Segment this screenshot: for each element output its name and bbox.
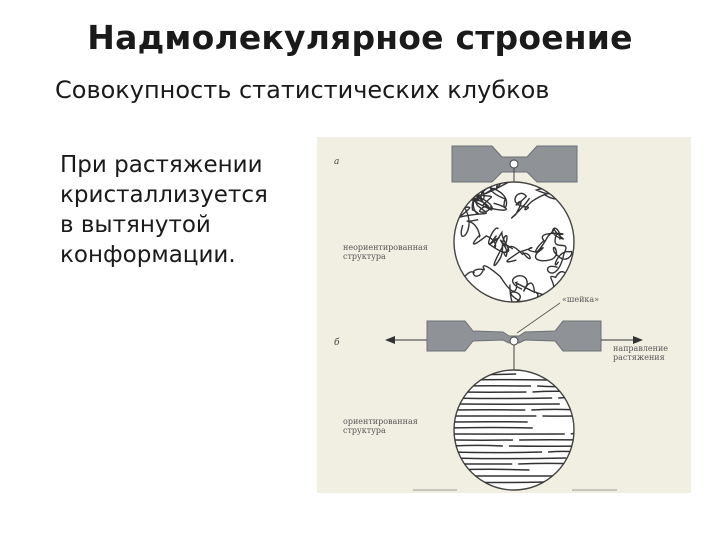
label-unoriented-1: неориентированная — [343, 243, 428, 252]
polymer-coil — [487, 227, 514, 267]
unoriented-structure-circle — [453, 181, 575, 303]
body-line: кристаллизуется — [60, 182, 268, 208]
oriented-chain — [454, 444, 503, 447]
polymer-coil — [534, 227, 567, 274]
polymer-coil — [509, 270, 570, 302]
oriented-chain — [570, 432, 574, 435]
label-a: а — [334, 157, 339, 167]
polymer-coil — [462, 194, 507, 215]
label-b: б — [334, 337, 340, 348]
label-unoriented-2: структура — [343, 252, 386, 261]
body-line: конформации. — [60, 242, 236, 268]
oriented-chain — [537, 385, 574, 388]
slide-subtitle: Совокупность статистических клубков — [55, 76, 550, 104]
polymer-coil — [472, 265, 536, 294]
arrow-left — [385, 336, 427, 344]
oriented-chain — [454, 373, 517, 376]
oriented-structure-circle — [453, 369, 575, 491]
oriented-chain — [454, 468, 530, 471]
oriented-chain — [548, 450, 574, 453]
polymer-stretching-figure: а неориентированная структура «шейка» б … — [317, 137, 691, 493]
specimen-bottom — [426, 320, 602, 352]
body-line: При растяжении — [60, 152, 263, 178]
neck-marker-bottom — [509, 336, 519, 346]
oriented-chain — [531, 408, 574, 411]
body-text: При растяжении кристаллизуется в вытянут… — [60, 150, 305, 270]
oriented-chain — [454, 397, 553, 400]
oriented-chain — [454, 457, 567, 460]
oriented-chain — [454, 451, 543, 454]
oriented-chain — [454, 426, 533, 429]
polymer-coil — [506, 246, 573, 266]
label-direction-1: направление — [613, 344, 668, 353]
oriented-chain — [454, 481, 545, 484]
label-oriented-1: ориентированная — [343, 417, 418, 426]
neck-marker-top — [509, 159, 519, 169]
figure-drawing: а неориентированная структура «шейка» б … — [334, 145, 668, 491]
polymer-coil — [466, 219, 531, 260]
label-direction-2: растяжения — [613, 353, 665, 362]
oriented-chain — [532, 390, 574, 393]
label-oriented-2: структура — [343, 426, 386, 435]
label-neck: «шейка» — [562, 295, 599, 304]
slide-title: Надмолекулярное строение — [87, 18, 633, 57]
polymer-coil — [510, 187, 561, 219]
arrow-right — [601, 336, 643, 344]
body-line: в вытянутой — [60, 212, 211, 238]
oriented-chain — [518, 462, 574, 465]
